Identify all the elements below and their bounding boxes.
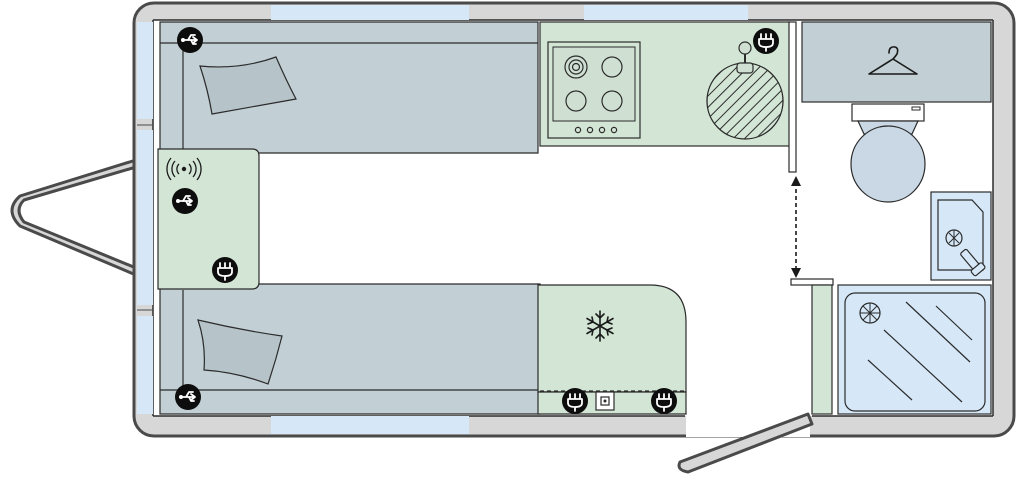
window-front-lower	[137, 316, 153, 414]
usb-icon	[172, 188, 198, 214]
mains-socket-icon	[562, 388, 588, 414]
partition	[788, 21, 834, 415]
tv-aerial-socket-icon	[595, 391, 615, 411]
shower-tray-icon[interactable]	[837, 284, 992, 415]
coat-hanger-icon	[868, 46, 918, 75]
snowflake-icon	[586, 310, 614, 342]
cushion-icon	[197, 319, 283, 385]
mains-socket-icon	[753, 28, 779, 54]
window-top-right	[584, 5, 748, 20]
usb-icon	[177, 27, 203, 53]
kitchen-unit[interactable]	[539, 21, 791, 147]
windows	[137, 5, 748, 434]
hob-icon	[547, 41, 641, 139]
mains-socket-icon	[212, 257, 238, 283]
wardrobe[interactable]	[801, 21, 992, 103]
window-bottom-left	[271, 416, 469, 434]
entrance-door[interactable]	[677, 412, 814, 474]
wireless-icon	[166, 157, 202, 181]
mains-socket-icon	[651, 388, 677, 414]
sink-icon	[706, 41, 784, 140]
front-chest[interactable]	[157, 148, 260, 290]
basin-icon[interactable]	[930, 191, 992, 281]
sofa-bottom[interactable]	[159, 283, 541, 415]
usb-icon	[175, 384, 201, 410]
window-front-upper	[137, 22, 153, 119]
toilet-icon[interactable]	[850, 103, 926, 203]
window-top-left	[271, 5, 469, 20]
window-front-middle	[137, 130, 153, 305]
cushion-icon	[199, 56, 297, 115]
a-frame-drawbar	[10, 158, 138, 277]
sofa-top[interactable]	[159, 21, 539, 154]
